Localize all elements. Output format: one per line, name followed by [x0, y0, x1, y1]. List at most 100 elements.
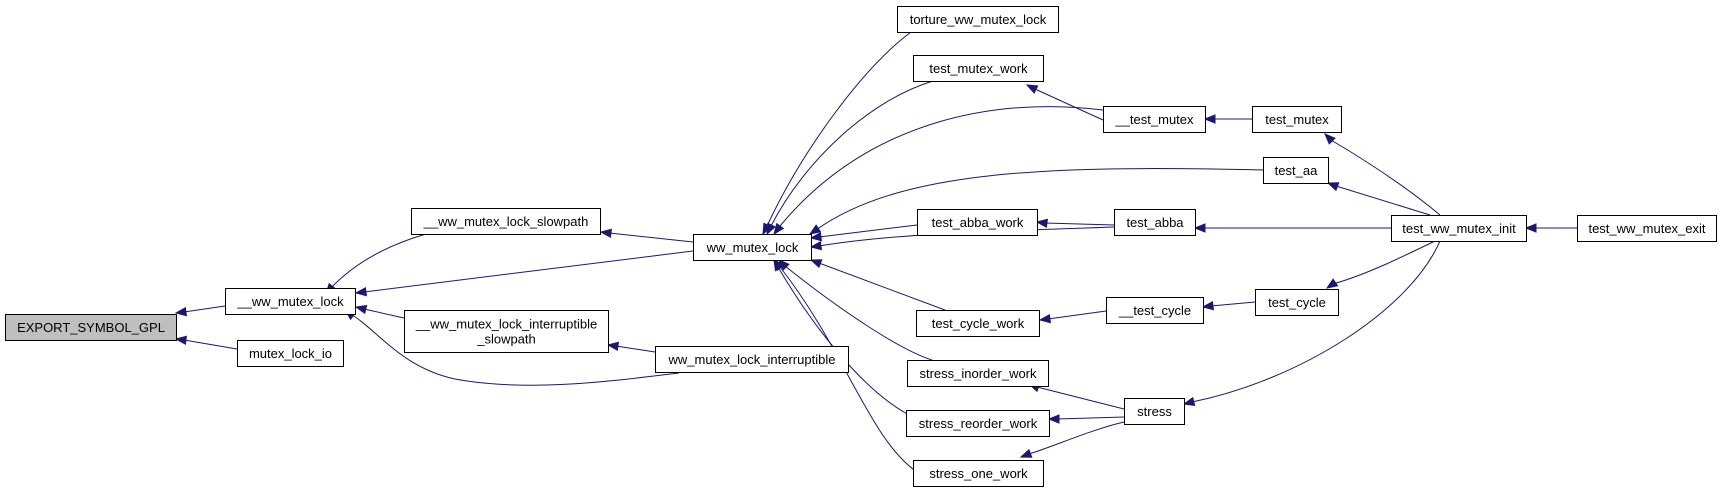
- edge-line: [1332, 240, 1436, 285]
- node-box[interactable]: [655, 346, 849, 373]
- node-stress-one-work[interactable]: stress_one_work: [913, 460, 1044, 487]
- edge-line: [1028, 421, 1125, 455]
- node-box[interactable]: [1103, 106, 1206, 133]
- node-ww-mutex-lock-interruptible-slowpath[interactable]: __ww_mutex_lock_interruptible_slowpath: [404, 310, 609, 353]
- node-box[interactable]: [1124, 398, 1185, 425]
- edge-line: [818, 224, 918, 238]
- node-box[interactable]: [916, 310, 1040, 337]
- edge-stress_reorder_work-to-ww_mutex_lock: [773, 258, 921, 421]
- node-label: stress_inorder_work: [919, 366, 1037, 381]
- node-test-cycle[interactable]: test_cycle: [1255, 289, 1339, 316]
- node-test-abba-work[interactable]: test_abba_work: [917, 209, 1038, 236]
- node-test-mutex[interactable]: test_mutex: [1252, 106, 1342, 133]
- node-box[interactable]: [1577, 215, 1717, 242]
- node-ww-mutex-lock-interruptible[interactable]: ww_mutex_lock_interruptible: [655, 346, 849, 373]
- node-box[interactable]: [917, 209, 1038, 236]
- edge-line: [615, 345, 656, 353]
- node-label: _slowpath: [476, 332, 536, 347]
- edge-line: [818, 262, 946, 311]
- edge-test_aa-to-ww_mutex_lock: [808, 168, 1264, 235]
- edge-line: [777, 266, 921, 421]
- edge-mutex_lock_io-to-export_symbol_gpl: [174, 335, 238, 350]
- edge-line: [1047, 310, 1107, 320]
- edge-line: [770, 80, 934, 227]
- node-test-ww-mutex-init[interactable]: test_ww_mutex_init: [1391, 215, 1527, 242]
- arrowhead-icon: [354, 286, 368, 297]
- node-label: test_cycle_work: [932, 316, 1025, 331]
- node-label: __ww_mutex_lock_slowpath: [423, 214, 589, 229]
- node-test-mutex-internal[interactable]: __test_mutex: [1103, 106, 1206, 133]
- arrowhead-icon: [809, 259, 823, 269]
- node-label: test_mutex_work: [929, 61, 1028, 76]
- edge-line: [329, 233, 427, 290]
- edge-line: [779, 266, 918, 473]
- node-box[interactable]: [1114, 209, 1196, 236]
- node-box[interactable]: [906, 410, 1050, 437]
- edge-test_ww_mutex_init-to-stress: [1182, 240, 1441, 407]
- node-label: stress_reorder_work: [919, 416, 1038, 431]
- node-box[interactable]: [404, 310, 609, 353]
- edge-test_ww_mutex_exit-to-test_ww_mutex_init: [1524, 223, 1577, 233]
- arrowhead-icon: [606, 341, 620, 352]
- node-label: test_abba: [1126, 215, 1184, 230]
- arrowhead-icon: [1019, 448, 1033, 458]
- edge-test_mutex_internal-to-test_mutex_work: [1025, 84, 1104, 121]
- edge-line: [1210, 301, 1256, 307]
- arrowhead-icon: [1324, 133, 1336, 145]
- edge-line: [183, 339, 238, 350]
- node-box[interactable]: [1106, 297, 1204, 324]
- arrowhead-icon: [1524, 223, 1537, 233]
- arrowhead-icon: [174, 306, 188, 317]
- node-box[interactable]: [897, 6, 1059, 33]
- node-test-cycle-work[interactable]: test_cycle_work: [916, 310, 1040, 337]
- edge-line: [363, 250, 694, 293]
- edge-test_abba-to-test_abba_work: [1035, 218, 1115, 229]
- node-label: ww_mutex_lock: [706, 240, 799, 255]
- node-ww-mutex-lock-internal[interactable]: __ww_mutex_lock: [225, 288, 356, 315]
- node-ww-mutex-lock[interactable]: ww_mutex_lock: [693, 234, 812, 261]
- node-box[interactable]: [237, 340, 344, 367]
- node-label: ww_mutex_lock_interruptible: [668, 352, 836, 367]
- arrowhead-icon: [1047, 414, 1060, 424]
- node-stress-inorder-work[interactable]: stress_inorder_work: [907, 360, 1049, 387]
- arrowhead-icon: [1025, 84, 1039, 94]
- node-ww-mutex-lock-slowpath[interactable]: __ww_mutex_lock_slowpath: [411, 208, 601, 235]
- node-label: __ww_mutex_lock_interruptible: [415, 317, 597, 332]
- node-mutex-lock-io[interactable]: mutex_lock_io: [237, 340, 344, 367]
- node-box[interactable]: [1391, 215, 1527, 242]
- node-box[interactable]: [693, 234, 812, 261]
- node-box[interactable]: [913, 460, 1044, 487]
- edge-test_ww_mutex_init-to-test_abba: [1193, 223, 1391, 233]
- node-box[interactable]: [1252, 106, 1342, 133]
- node-export-symbol-gpl[interactable]: EXPORT_SYMBOL_GPL: [5, 314, 177, 341]
- node-box[interactable]: [5, 314, 177, 341]
- edge-line: [363, 308, 405, 319]
- node-box[interactable]: [907, 360, 1049, 387]
- node-test-aa[interactable]: test_aa: [1263, 157, 1329, 184]
- node-stress-reorder-work[interactable]: stress_reorder_work: [906, 410, 1050, 437]
- node-test-cycle-internal[interactable]: __test_cycle: [1106, 297, 1204, 324]
- edge-line: [766, 31, 912, 227]
- arrowhead-icon: [1035, 218, 1049, 229]
- arrowhead-icon: [1326, 182, 1340, 192]
- edge-test_abba_work-to-ww_mutex_lock: [809, 224, 918, 242]
- node-torture-ww-mutex-lock[interactable]: torture_ww_mutex_lock: [897, 6, 1059, 33]
- edge-ww_mutex_lock_interruptible_slowpath-to-ww_mutex_lock_internal: [354, 304, 405, 319]
- node-test-mutex-work[interactable]: test_mutex_work: [913, 55, 1044, 82]
- arrowhead-icon: [809, 240, 823, 251]
- node-test-abba[interactable]: test_abba: [1114, 209, 1196, 236]
- node-test-ww-mutex-exit[interactable]: test_ww_mutex_exit: [1577, 215, 1717, 242]
- arrowhead-icon: [808, 224, 822, 235]
- node-box[interactable]: [913, 55, 1044, 82]
- edge-stress_one_work-to-ww_mutex_lock: [773, 258, 918, 473]
- node-stress[interactable]: stress: [1124, 398, 1185, 425]
- node-label: test_ww_mutex_init: [1402, 221, 1516, 236]
- edge-ww_mutex_lock_interruptible-to-ww_mutex_lock_interruptible_slowpath: [606, 341, 656, 353]
- node-box[interactable]: [411, 208, 601, 235]
- edge-test_cycle-to-test_cycle_internal: [1201, 300, 1256, 311]
- node-box[interactable]: [1255, 289, 1339, 316]
- edge-line: [348, 312, 680, 386]
- node-box[interactable]: [1263, 157, 1329, 184]
- node-label: __test_cycle: [1118, 303, 1191, 318]
- node-box[interactable]: [225, 288, 356, 315]
